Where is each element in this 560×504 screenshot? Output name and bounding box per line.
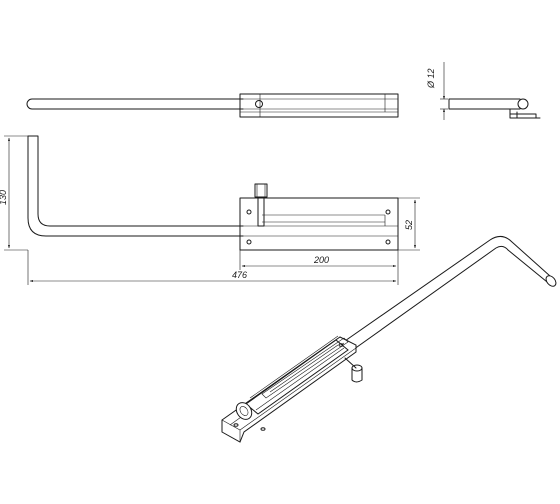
overall-length-label: 476 — [232, 270, 247, 280]
height-total-label: 130 — [0, 190, 8, 205]
front-view-rod — [27, 135, 244, 237]
plate-height-label: 52 — [404, 220, 414, 230]
front-view-plate — [239, 197, 399, 251]
plate-length-label: 200 — [313, 255, 329, 265]
isometric-view — [221, 236, 557, 443]
iso-end-cap — [235, 402, 253, 420]
iso-rod — [341, 236, 553, 353]
top-view-knob — [255, 100, 263, 108]
top-view-plate — [239, 93, 399, 118]
side-view: Ø 12 — [426, 62, 541, 120]
front-view: 130 52 200 476 — [0, 135, 420, 285]
top-view — [26, 93, 399, 118]
side-view-rod — [448, 98, 521, 110]
top-view-rod — [26, 98, 244, 110]
diameter-label: Ø 12 — [426, 68, 436, 89]
